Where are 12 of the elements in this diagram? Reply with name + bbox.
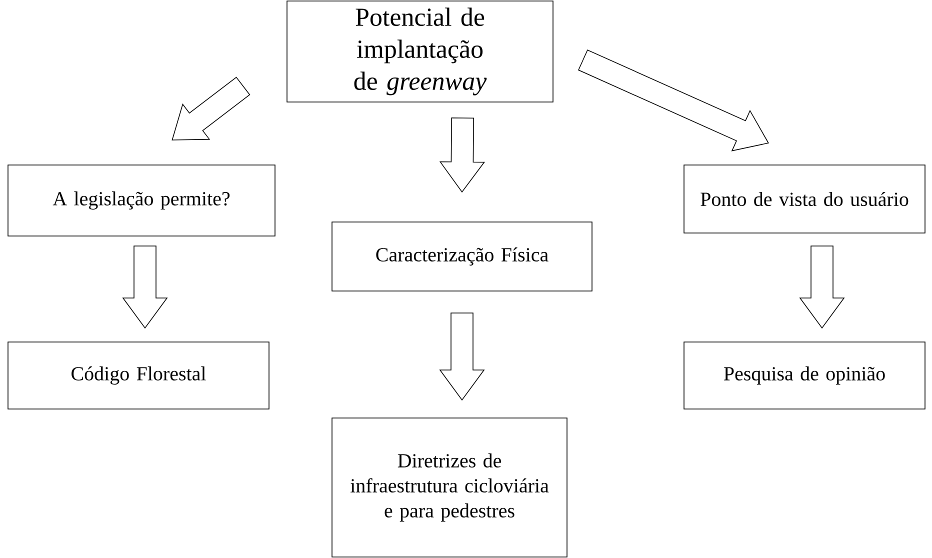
block-arrow: [122, 246, 168, 329]
block-arrow: [439, 118, 485, 193]
block-arrow: [439, 312, 485, 401]
text-box: Código Florestal: [8, 342, 270, 410]
text-box: Ponto de vista do usuário: [684, 164, 926, 234]
text-box: Potencial de implantação de greenway: [286, 0, 554, 102]
text-box: A legislação permite?: [8, 164, 276, 236]
text-box: Diretrizes de infraestrutura cicloviária e para pedestres: [332, 418, 568, 558]
block-arrow: [172, 76, 250, 140]
block-arrow: [799, 246, 845, 329]
text-box: Caracterização Física: [332, 222, 592, 292]
text-box: Pesquisa de opinião: [684, 342, 926, 410]
